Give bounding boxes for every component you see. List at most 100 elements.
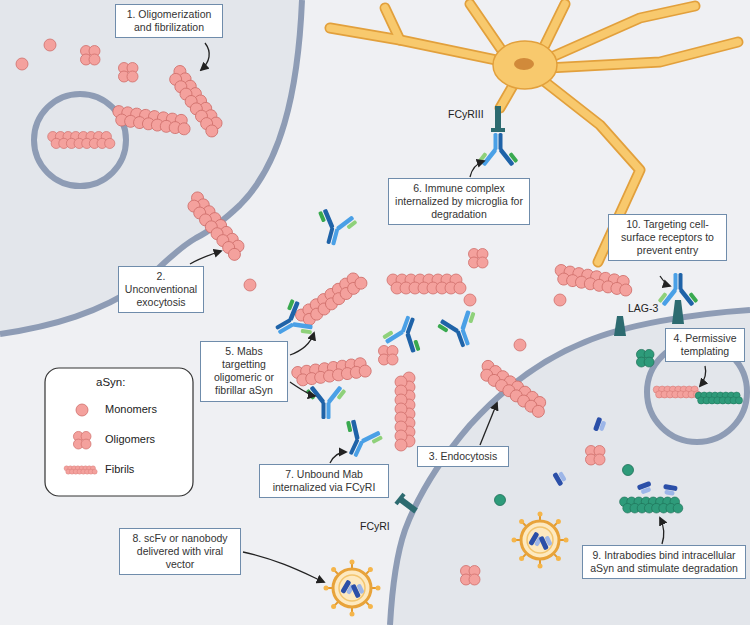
antibody [306,385,347,419]
callout-text: 8. scFv or nanobody delivered with viral… [125,532,235,571]
microglia [385,8,400,40]
microglia [330,4,738,262]
microglia [514,58,534,70]
receptor [614,316,626,336]
callout-text: 6. Immune complex internalized by microg… [394,182,524,221]
callout-text: 7. Unbound Mab internalized via FCyRI [265,468,383,494]
leader-arrow [330,452,346,463]
callout-box: 2. Unconventional exocytosis [118,266,204,313]
legend-box [45,368,193,496]
oligomer [379,346,399,366]
leader-arrow [660,518,664,544]
receptor [396,494,404,504]
antibody [435,307,485,352]
legend-text: Oligomers [105,433,155,446]
callout-box: 9. Intrabodies bind intracellular aSyn a… [582,545,746,579]
receptor-label: FCyRI [360,520,390,533]
fibril-endocytosed [475,358,551,420]
fibril [293,268,369,330]
fibril [291,356,372,387]
oligomer [119,63,139,83]
fibril-templated [695,392,742,404]
antibody [311,207,359,250]
leader-arrow [290,382,315,396]
monomer [554,294,566,306]
callout-box: 5. Mabs targetting oligomeric or fibrill… [200,341,288,402]
monomer [464,294,476,306]
callout-box: 8. scFv or nanobody delivered with viral… [119,528,241,575]
callout-text: 5. Mabs targetting oligomeric or fibrill… [206,345,282,398]
callout-box: 4. Permissive templating [665,328,745,362]
oligomer [636,349,654,367]
antibody [334,416,385,464]
callout-text: 9. Intrabodies bind intracellular aSyn a… [588,549,740,575]
monomer [44,39,56,51]
antibody [658,273,699,307]
microglia [330,4,738,262]
intrabody [637,481,654,495]
intrabody [593,417,607,434]
receptor [672,300,684,324]
receptor [495,106,501,130]
fibril [553,264,634,297]
leader-arrow [700,366,706,386]
microglia [330,4,738,262]
oligomer [81,46,101,66]
callout-text: 4. Permissive templating [671,332,739,358]
fibril [111,105,192,136]
leader-arrow [660,276,670,286]
neuron-cell-left [0,0,302,334]
oligomer [461,566,481,586]
receptor-label: LAG-3 [628,302,658,315]
leader-arrow [190,251,221,264]
legend-oligomer [73,431,91,449]
fibril [48,132,115,149]
neuron-cell-left [0,0,302,334]
fibril [620,497,683,513]
fibril [395,372,415,451]
legend-fibril [64,466,97,474]
monomer [16,58,28,70]
callout-text: 1. Oligomerization and fibrilization [121,8,217,34]
microglia [470,4,505,55]
legend-monomer [76,404,88,416]
legend-text: Monomers [105,403,157,416]
callout-text: 3. Endocytosis [423,450,503,463]
leader-arrow [290,333,314,355]
leader-arrow [190,43,706,582]
intrabody [662,484,678,496]
leader-arrow [243,552,324,582]
legend-text: Fibrils [105,463,134,476]
microglia [548,42,738,68]
callout-box: 1. Oligomerization and fibrilization [115,4,223,38]
callout-box: 10. Targeting cell-surface receptors to … [608,214,727,261]
callout-box: 7. Unbound Mab internalized via FCyRI [259,464,389,498]
fibril-exocytosed [183,189,249,262]
leader-arrow [201,43,209,70]
oligomer [586,446,606,466]
fibril [387,274,466,294]
legend-box [45,368,193,496]
receptor [400,499,416,511]
microglia [470,4,505,55]
neuron-cell-right [390,310,750,625]
fibril [653,386,700,398]
neuron-cell-right [390,310,750,625]
monomer [623,465,634,476]
neuron-cell-left [0,0,302,334]
microglia [545,6,695,60]
oligomer [469,249,489,269]
callout-box: 3. Endocytosis [417,446,509,467]
microglia [545,6,695,60]
antibody [380,310,430,355]
vesicle [34,94,126,186]
legend-title: aSyn: [96,376,125,390]
callout-text: 2. Unconventional exocytosis [124,270,198,309]
callout-text: 10. Targeting cell-surface receptors to … [614,218,721,257]
microglia [493,41,557,89]
callout-box: 6. Immune complex internalized by microg… [388,178,530,225]
monomer [495,495,506,506]
monomer [244,279,256,291]
intrabody [552,469,568,486]
